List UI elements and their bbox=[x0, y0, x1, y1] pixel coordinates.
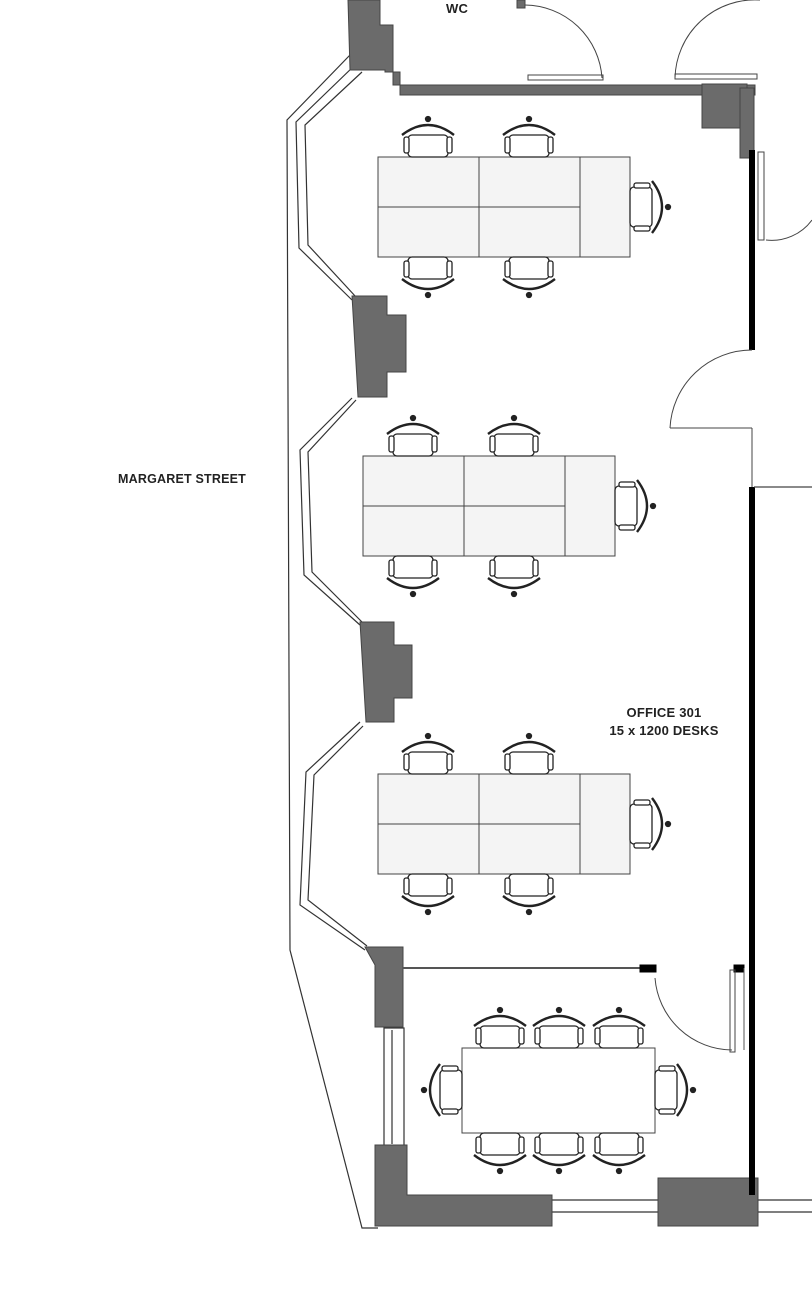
desk-cluster bbox=[377, 156, 631, 258]
chair bbox=[386, 414, 440, 457]
door-leaf bbox=[757, 151, 765, 241]
door-swing bbox=[654, 977, 733, 1051]
door-leaf bbox=[674, 73, 758, 80]
door-swing bbox=[524, 4, 603, 79]
chair bbox=[502, 256, 556, 299]
partitions bbox=[403, 150, 812, 1195]
street-label: MARGARET STREET bbox=[118, 472, 246, 486]
chair bbox=[502, 873, 556, 916]
door-swing bbox=[669, 349, 753, 429]
chair bbox=[592, 1132, 646, 1175]
bay-pier bbox=[359, 621, 413, 723]
chair bbox=[401, 732, 455, 775]
bay-pier bbox=[351, 295, 407, 398]
door-leaf bbox=[729, 969, 736, 1053]
bottom-wall bbox=[374, 1144, 553, 1227]
office-capacity-label: 15 x 1200 DESKS bbox=[609, 723, 719, 738]
office-name-label: OFFICE 301 bbox=[626, 705, 702, 720]
structural-walls bbox=[347, 0, 759, 1227]
door-swing bbox=[765, 219, 812, 241]
chair bbox=[614, 479, 657, 533]
chair bbox=[401, 256, 455, 299]
bottom-wall bbox=[657, 1177, 759, 1227]
door-swing bbox=[674, 0, 760, 79]
street-facade bbox=[286, 54, 812, 1229]
chair bbox=[532, 1132, 586, 1175]
desk-cluster bbox=[377, 773, 631, 875]
meeting-table bbox=[461, 1047, 656, 1134]
chair bbox=[473, 1132, 527, 1175]
chair bbox=[487, 414, 541, 457]
chair bbox=[592, 1006, 646, 1049]
chair bbox=[386, 555, 440, 598]
door-leaf bbox=[527, 74, 604, 81]
wall-pier bbox=[739, 87, 755, 159]
desk-cluster bbox=[362, 455, 616, 557]
chair bbox=[502, 115, 556, 158]
furniture bbox=[362, 115, 697, 1175]
wall-stub bbox=[516, 0, 526, 9]
chair bbox=[420, 1063, 463, 1117]
chair bbox=[654, 1063, 697, 1117]
chair bbox=[502, 732, 556, 775]
chair bbox=[532, 1006, 586, 1049]
room-label-wc: WC bbox=[446, 1, 469, 16]
chair bbox=[401, 115, 455, 158]
chair bbox=[629, 797, 672, 851]
chair bbox=[629, 180, 672, 234]
chair bbox=[487, 555, 541, 598]
chair bbox=[473, 1006, 527, 1049]
top-wall bbox=[347, 0, 756, 96]
bay-pier bbox=[364, 946, 404, 1028]
doors bbox=[524, 0, 812, 1053]
chair bbox=[401, 873, 455, 916]
